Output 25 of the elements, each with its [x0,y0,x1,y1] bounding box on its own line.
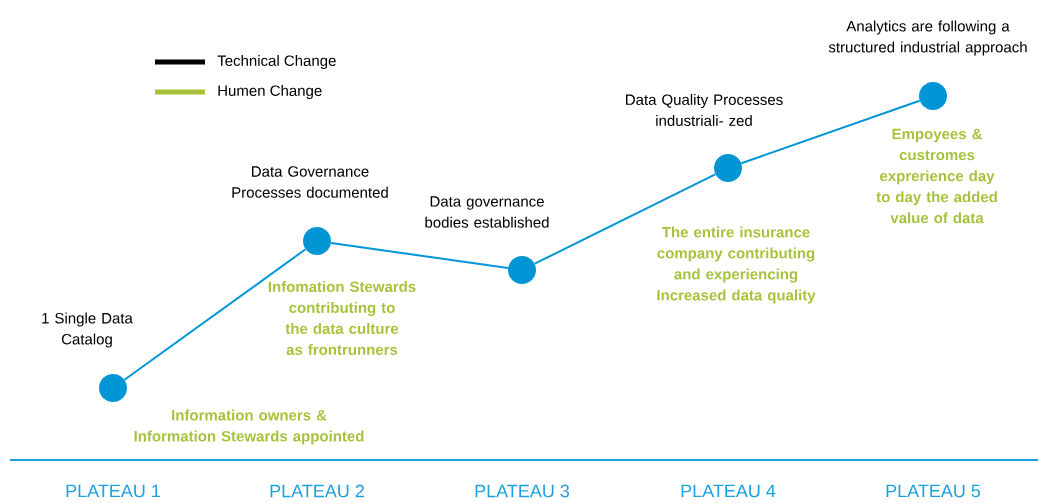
milestone-label: Data governance bodies established [425,196,549,228]
plateau-label: PLATEAU 4 [681,484,776,498]
milestone-dot [714,154,742,182]
legend-label: Technical Change [217,55,336,69]
plateau-label: PLATEAU 5 [886,484,981,498]
connector-line [533,173,717,265]
milestone-dot [99,374,127,402]
connector-line [123,248,307,381]
milestone-label: 1 Single Data Catalog [42,312,133,348]
milestone-label: Data Quality Processes industriali- zed [626,94,783,126]
milestone-dot [303,227,331,255]
plateau-label: PLATEAU 2 [270,484,364,498]
connector-line [740,99,921,165]
outcome-label: The entire insurance company contributing and experiencing Increased data quality [657,226,816,304]
milestone-label: Analytics are following a structured industrial approach [828,20,1027,56]
outcome-label: Empoyees & custromes exprerience day to day the added value of data [876,128,997,224]
outcome-label: Infomation Stewards contributing to the data culture as frontrunners [268,281,416,355]
milestone-dot [508,256,536,284]
connector-line [330,242,509,269]
plateau-label: PLATEAU 1 [66,484,160,498]
outcome-label: Information owners & Information Stewards appointed [134,409,364,445]
legend-label: Humen Change [218,85,322,99]
milestone-label: Data Governance Processes documented [232,166,388,198]
milestone-dot [919,82,947,110]
plateau-label: PLATEAU 3 [475,484,570,498]
